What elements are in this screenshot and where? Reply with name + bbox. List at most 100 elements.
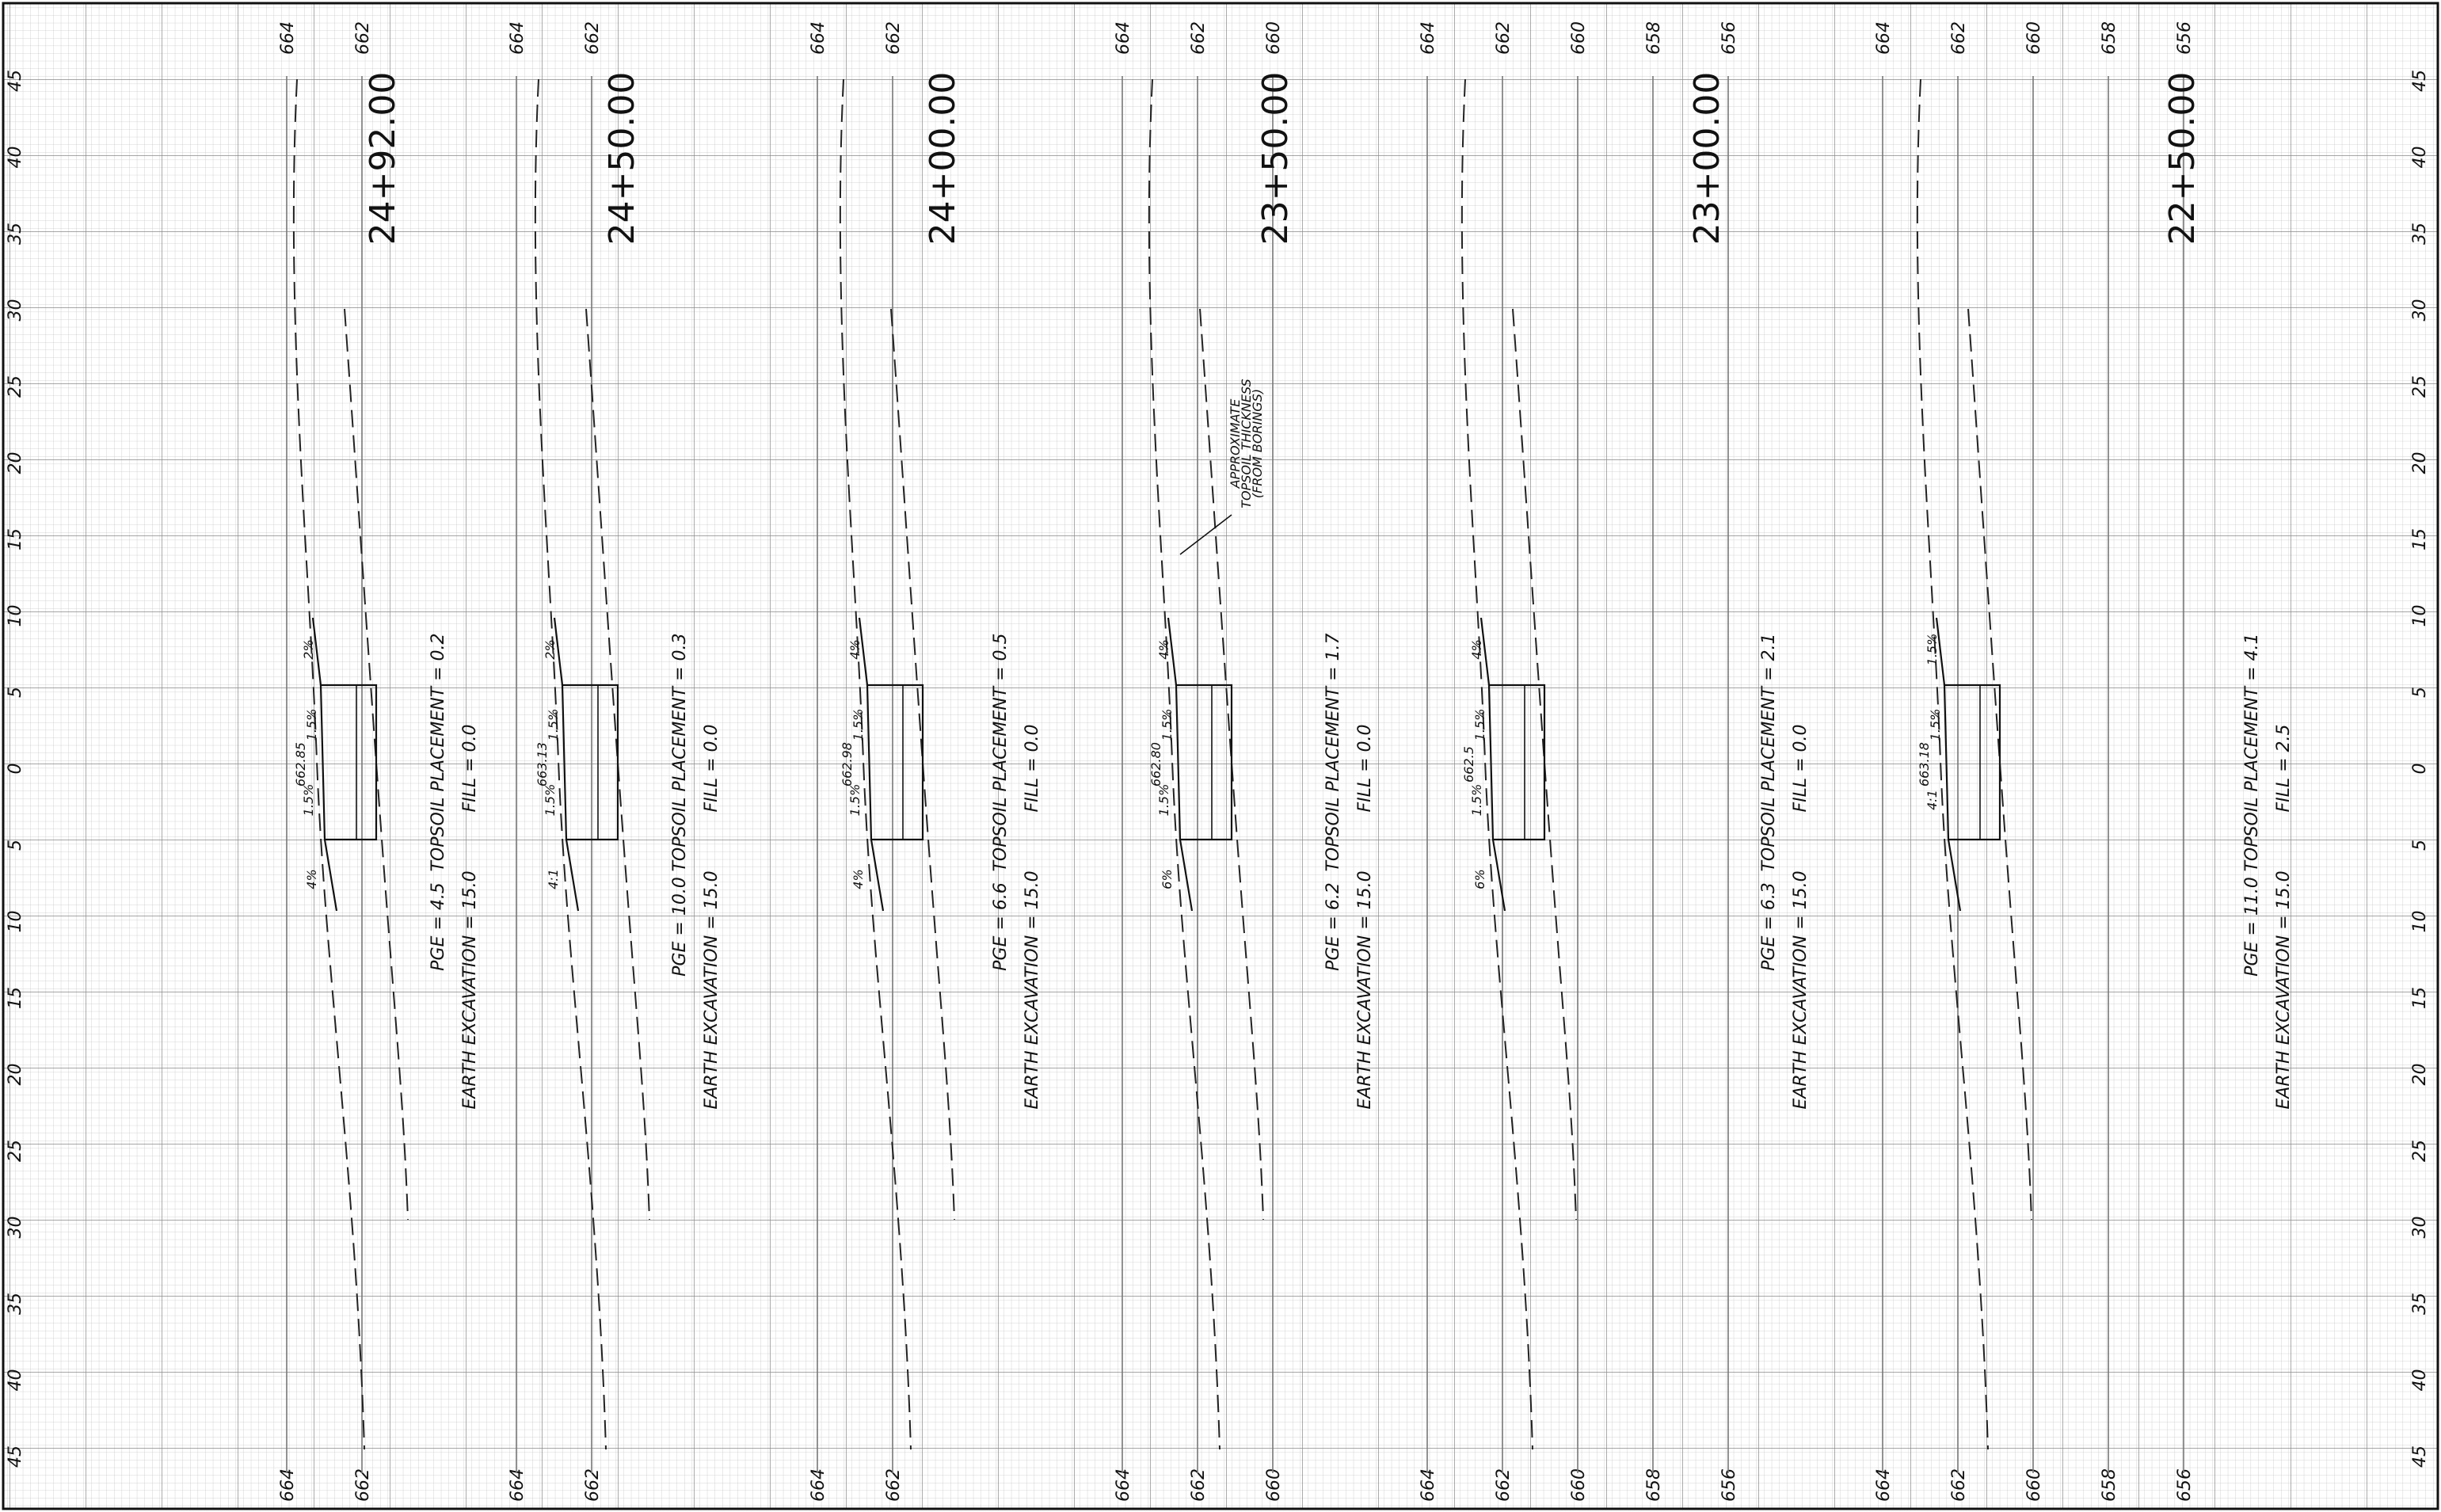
slope-label: 1.5% (1928, 709, 1943, 741)
slope-label: 1.5% (546, 709, 561, 741)
offset-tick-label: 45 (6, 1445, 25, 1468)
elevation-label-bottom: 664 (278, 1468, 298, 1502)
offset-tick-label: 25 (2410, 1140, 2430, 1162)
quantity-topsoil: TOPSOIL PLACEMENT = 0.2 (428, 633, 448, 871)
offset-tick-label: 20 (6, 452, 25, 474)
offset-tick-label: 40 (2410, 1369, 2430, 1392)
cross-section-4: 66466466266266066065865865665623+00.0066… (1419, 21, 1811, 1502)
note-topsoil-thickness: (FROM BORINGS) (1250, 389, 1265, 498)
quantity-earth-excavation: EARTH EXCAVATION = 15.0 (2274, 870, 2294, 1109)
offset-tick-label: 25 (2410, 375, 2430, 398)
slope-label: 1.5% (1469, 784, 1484, 817)
elevation-label-top: 664 (278, 21, 298, 55)
offset-tick-label: 5 (6, 687, 25, 698)
offset-tick-label: 20 (6, 1064, 25, 1086)
offset-tick-label: 35 (6, 223, 25, 245)
quantity-earth-excavation: EARTH EXCAVATION = 15.0 (1355, 870, 1375, 1109)
side-slope-line (553, 617, 580, 912)
elevation-label-top: 662 (583, 21, 603, 55)
elevation-label-top: 662 (884, 21, 904, 55)
topsoil-line (1199, 308, 1264, 1221)
quantity-earth-excavation: EARTH EXCAVATION = 15.0 (460, 870, 480, 1109)
side-slope-line (858, 617, 885, 912)
profile-grade-elevation: 662.5 (1461, 746, 1476, 783)
existing-ground-line (1460, 78, 1533, 1450)
quantity-fill: FILL = 0.0 (1022, 724, 1042, 812)
existing-ground-line (534, 78, 607, 1450)
slope-label: 1.5% (304, 709, 319, 741)
elevation-label-top: 658 (1644, 21, 1664, 55)
quantity-earth-excavation: EARTH EXCAVATION = 15.0 (1791, 870, 1811, 1109)
offset-tick-label: 30 (2410, 1217, 2430, 1239)
offset-tick-label: 35 (2410, 223, 2430, 245)
quantity-topsoil: TOPSOIL PLACEMENT = 0.3 (670, 633, 690, 871)
elevation-label-bottom: 658 (1644, 1468, 1664, 1502)
offset-tick-label: 5 (2410, 687, 2430, 698)
cross-section-5: 66466466266266066065865865665622+50.0066… (1874, 21, 2294, 1502)
slope-label: 1.5% (1472, 709, 1487, 741)
offset-tick-label: 15 (2410, 528, 2430, 550)
cross-section-3: 66466466266266066023+50.00662.804%1.5%1.… (1114, 21, 1375, 1502)
slope-label: 1.5% (1160, 709, 1175, 741)
offset-tick-label: 45 (2410, 1445, 2430, 1468)
topsoil-line (585, 308, 650, 1221)
offset-tick-label: 5 (2410, 840, 2430, 851)
offset-tick-label: 10 (2410, 605, 2430, 627)
station-label: 24+50.00 (602, 72, 642, 246)
elevation-label-bottom: 662 (1189, 1468, 1209, 1502)
side-slope-line (311, 617, 338, 912)
elevation-label-bottom: 664 (1114, 1468, 1133, 1502)
station-label: 22+50.00 (2162, 72, 2203, 246)
quantity-earth-excavation: EARTH EXCAVATION = 15.0 (1022, 870, 1042, 1109)
proposed-section-box (561, 684, 619, 841)
offset-tick-label: 30 (2410, 299, 2430, 322)
topsoil-line (1512, 308, 1577, 1221)
offset-tick-label: 15 (2410, 987, 2430, 1009)
elevation-label-top: 660 (1264, 21, 1284, 55)
offset-tick-label: 25 (6, 1140, 25, 1162)
elevation-label-bottom: 662 (353, 1468, 373, 1502)
offset-tick-label: 20 (2410, 1064, 2430, 1086)
offset-tick-label: 10 (6, 911, 25, 933)
elevation-label-bottom: 660 (1569, 1468, 1589, 1502)
offset-tick-label: 20 (2410, 452, 2430, 474)
elevation-label-top: 656 (1719, 21, 1739, 55)
slope-label: 4:1 (546, 869, 561, 889)
slope-label: 4% (304, 869, 319, 889)
offset-tick-label: 10 (2410, 911, 2430, 933)
offset-tick-label: 40 (6, 147, 25, 169)
major-grid (3, 3, 2438, 1509)
topsoil-line (1967, 308, 2032, 1221)
elevation-label-bottom: 660 (2024, 1468, 2044, 1502)
proposed-section-box (1487, 684, 1546, 841)
elevation-label-bottom: 656 (1719, 1468, 1739, 1502)
elevation-label-bottom: 660 (1264, 1468, 1284, 1502)
slope-label: 1.5% (1156, 784, 1171, 817)
slope-label: 1.5% (1925, 634, 1940, 666)
elevation-label-top: 658 (2100, 21, 2119, 55)
elevation-label-top: 656 (2175, 21, 2195, 55)
quantity-pge: PGE = 6.2 (1323, 882, 1343, 971)
proposed-section-box (319, 684, 378, 841)
cross-section-2: 66466466266224+00.00662.984%1.5%1.5%4%TO… (809, 21, 1042, 1502)
elevation-label-bottom: 664 (1874, 1468, 1894, 1502)
elevation-label-top: 664 (1114, 21, 1133, 55)
slope-label: 4% (1156, 639, 1171, 659)
cross-section-0: 66466466266224+92.00662.852%1.5%1.5%4%TO… (278, 21, 480, 1502)
topsoil-line (344, 308, 409, 1221)
existing-ground-line (1916, 78, 1989, 1450)
elevation-label-top: 662 (1949, 21, 1969, 55)
offset-tick-label: 45 (2410, 70, 2430, 92)
note-topsoil-thickness: APPROXIMATE (1228, 398, 1243, 489)
offset-tick-label: 25 (6, 375, 25, 398)
elevation-label-bottom: 662 (1949, 1468, 1969, 1502)
profile-grade-elevation: 662.98 (840, 742, 855, 786)
slope-label: 6% (1472, 869, 1487, 889)
existing-ground-line (839, 78, 912, 1450)
offset-tick-label: 0 (2410, 764, 2430, 775)
elevation-label-top: 660 (1569, 21, 1589, 55)
offset-tick-label: 5 (6, 840, 25, 851)
slope-label: 1.5% (847, 784, 863, 817)
elevation-label-top: 664 (809, 21, 828, 55)
offset-tick-label: 0 (6, 764, 25, 775)
